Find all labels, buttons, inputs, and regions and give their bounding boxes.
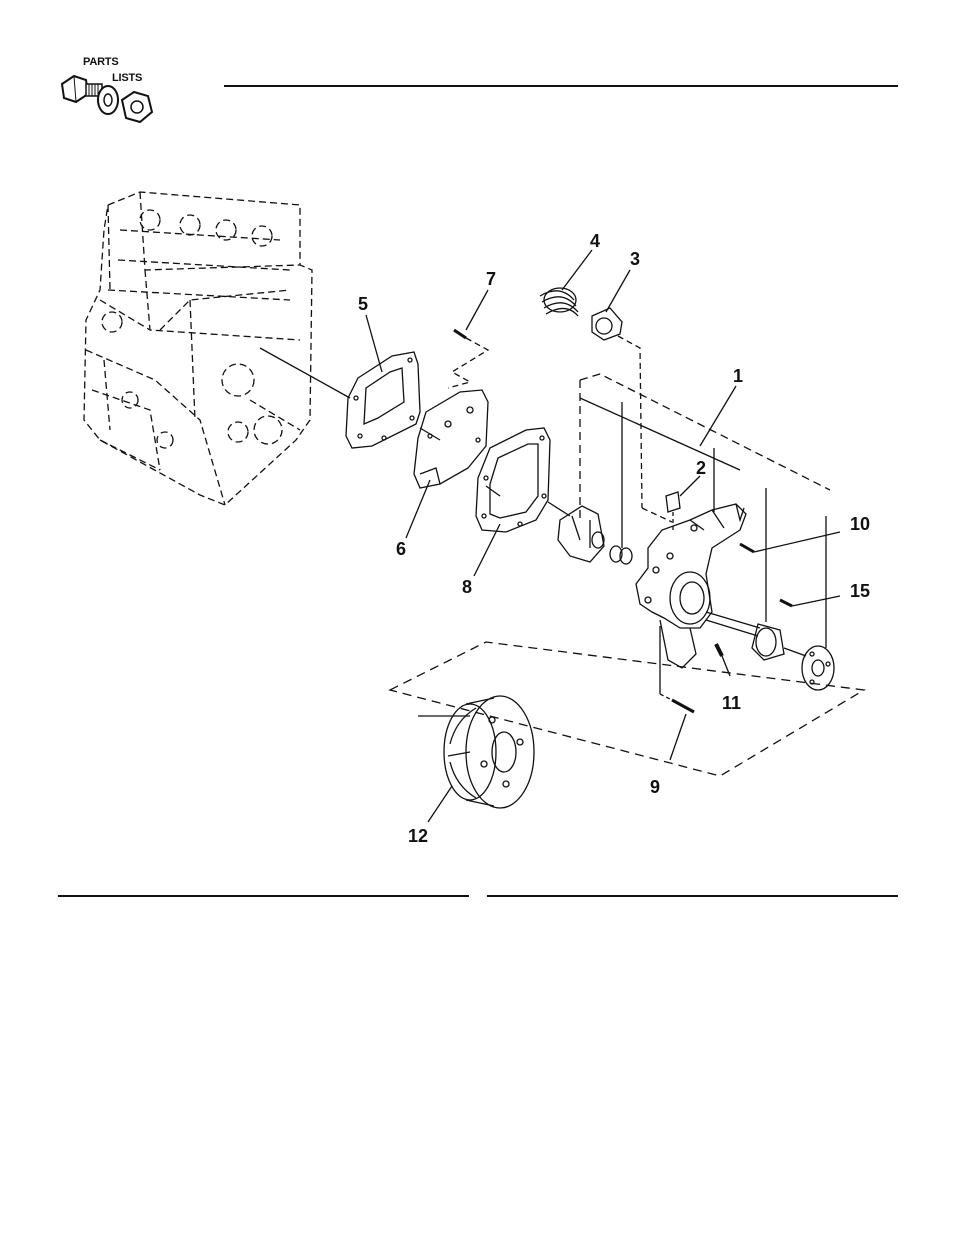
bolt-10 <box>740 544 754 552</box>
plug-11 <box>716 644 722 656</box>
footer-rule-right <box>487 895 898 897</box>
hub-flange <box>802 646 834 690</box>
callout-3: 3 <box>630 250 640 268</box>
engine-block-phantom <box>84 192 312 505</box>
callout-15: 15 <box>850 582 870 600</box>
pulley-12 <box>418 696 534 808</box>
callout-10: 10 <box>850 515 870 533</box>
callout-1: 1 <box>733 367 743 385</box>
callout-8: 8 <box>462 578 472 596</box>
callout-9: 9 <box>650 778 660 796</box>
callout-2: 2 <box>696 459 706 477</box>
bolt-15 <box>780 600 792 606</box>
footer-rule-left <box>58 895 469 897</box>
impeller <box>558 506 604 562</box>
bolt-7 <box>448 330 488 388</box>
gasket-5 <box>346 352 420 448</box>
callout-7: 7 <box>486 270 496 288</box>
callout-5: 5 <box>358 295 368 313</box>
callout-11: 11 <box>722 694 741 712</box>
gasket-6 <box>414 390 488 488</box>
thermostat-3 <box>592 308 622 340</box>
bolt-9 <box>672 700 694 712</box>
callout-12: 12 <box>408 827 428 845</box>
callout-4: 4 <box>590 232 600 250</box>
gasket-8 <box>476 428 550 532</box>
pump-housing <box>636 504 746 668</box>
callout-6: 6 <box>396 540 406 558</box>
pump-seal <box>610 546 632 564</box>
thermostat-spring-4 <box>540 288 578 316</box>
